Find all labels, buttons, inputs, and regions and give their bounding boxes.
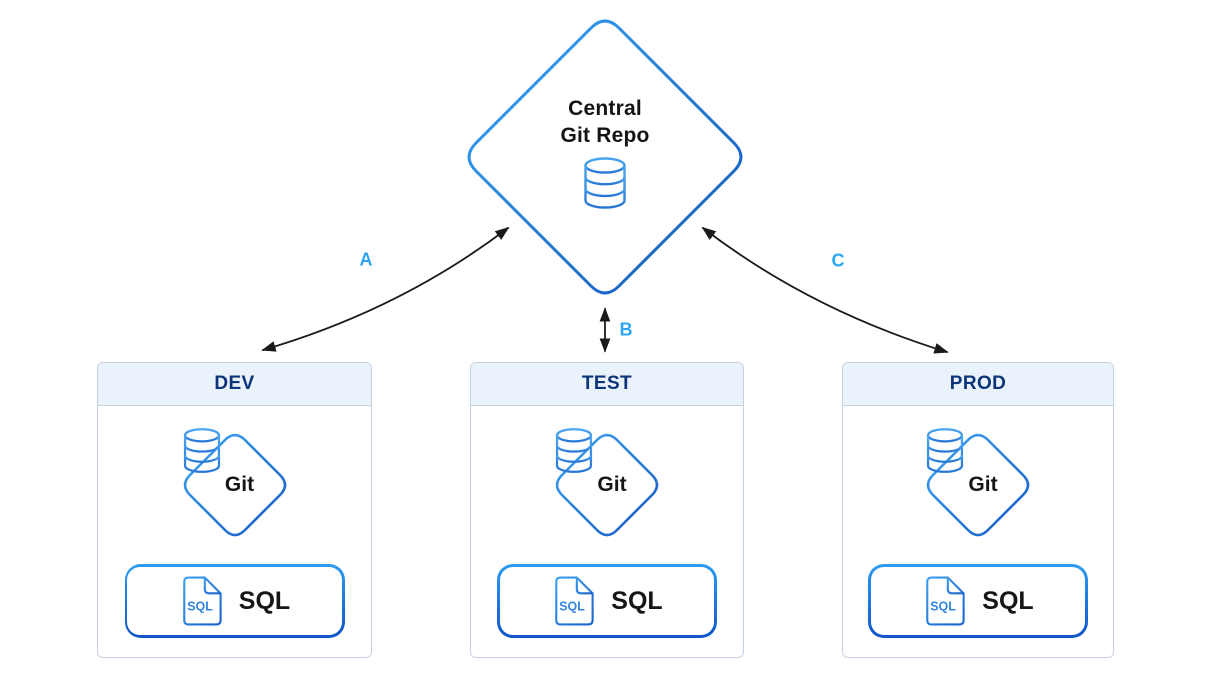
git-node: Git (920, 427, 1036, 543)
central-repo-diamond (467, 19, 743, 295)
git-label: Git (968, 473, 998, 496)
sql-file-icon-text: SQL (931, 600, 957, 614)
sql-node: SQL SQL (868, 564, 1088, 638)
sql-node-content: SQL SQL (870, 566, 1086, 636)
arrow-label-a: A (359, 249, 373, 270)
env-title: DEV (214, 373, 255, 394)
env-box-test: TEST Git (470, 362, 744, 658)
git-node-content: Git (182, 427, 298, 543)
env-box-prod: PROD Git (842, 362, 1114, 658)
env-body: Git (98, 406, 371, 638)
git-node: Git (177, 427, 293, 543)
env-title: TEST (581, 373, 633, 394)
env-body: Git SQL SQL (843, 406, 1113, 638)
env-header-dev: DEV (98, 363, 371, 406)
arrow-c (701, 226, 949, 354)
git-node-content: Git (554, 427, 670, 543)
sql-node-content: SQL SQL (127, 566, 342, 636)
env-header-test: TEST (471, 363, 743, 406)
database-icon (183, 428, 220, 473)
sql-file-icon-text: SQL (187, 600, 213, 614)
git-node-content: Git (925, 427, 1041, 543)
sql-node: SQL SQL (124, 564, 345, 638)
env-body: Git SQL SQL (471, 406, 743, 638)
env-title: PROD (949, 373, 1007, 394)
sql-file-icon: SQL (926, 576, 965, 626)
env-header-prod: PROD (843, 363, 1113, 406)
env-box-dev: DEV (97, 362, 372, 658)
sql-node: SQL SQL (497, 564, 717, 638)
database-icon (555, 428, 593, 473)
sql-file-icon: SQL (183, 576, 222, 626)
arrow-label-c: C (831, 250, 845, 271)
database-icon (926, 428, 964, 473)
sql-label: SQL (238, 586, 291, 615)
git-label: Git (597, 473, 627, 496)
sql-file-icon-text: SQL (560, 600, 586, 614)
sql-file-icon: SQL (555, 576, 594, 626)
arrow-label-b: B (619, 319, 633, 340)
sql-label: SQL (982, 586, 1034, 615)
sql-node-content: SQL SQL (499, 566, 715, 636)
sql-label: SQL (611, 586, 663, 615)
git-node: Git (549, 427, 665, 543)
arrow-a (261, 226, 510, 352)
git-label: Git (224, 473, 255, 496)
